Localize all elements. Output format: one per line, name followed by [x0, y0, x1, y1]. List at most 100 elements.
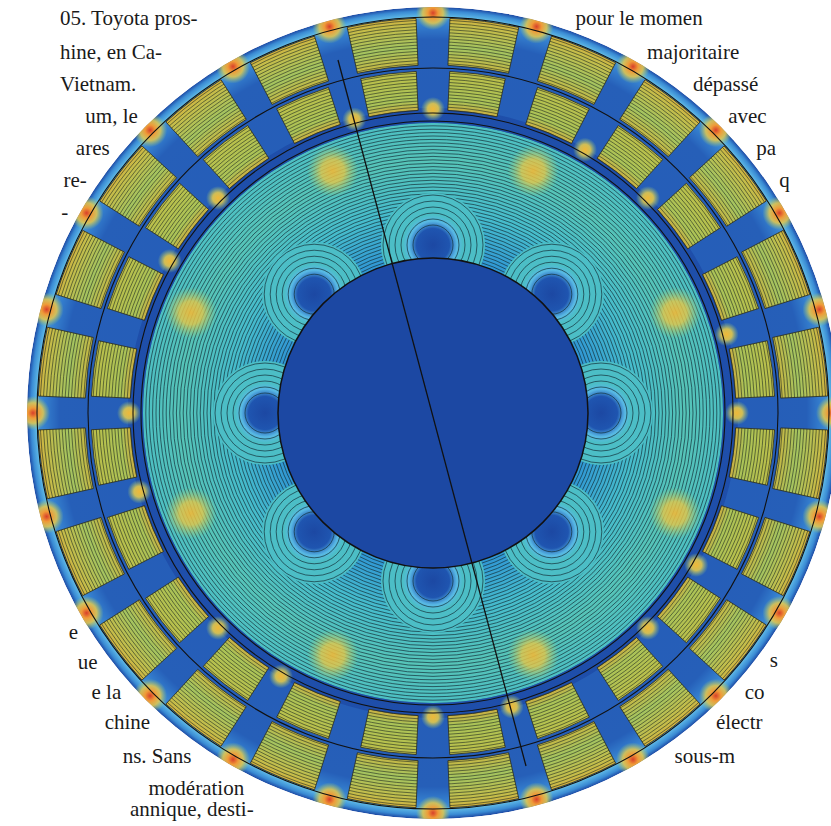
flux-line [77, 57, 788, 768]
flux-line [127, 107, 739, 719]
rotor-pole-spot [307, 629, 359, 681]
flux-line [261, 241, 604, 584]
flux-hot-spot [30, 500, 64, 534]
flux-line [207, 187, 659, 639]
rotor-shaft [278, 258, 588, 568]
article-text-fragment: dépassé [693, 71, 758, 97]
flux-line [190, 170, 676, 656]
flux-line [234, 214, 632, 612]
flux-line [108, 88, 757, 737]
article-text-fragment: s [770, 647, 778, 673]
flux-line [40, 20, 826, 806]
article-text-fragment: co [745, 679, 765, 705]
article-text-fragment: pour le momen [576, 5, 703, 31]
article-text-fragment: chine [105, 709, 150, 735]
flux-hot-spot [500, 695, 524, 719]
flux-line [153, 133, 714, 694]
flux-line [99, 79, 767, 747]
flux-hot-spot [802, 500, 831, 534]
boundary-ring [37, 17, 829, 809]
article-text-fragment: électr [716, 709, 763, 735]
rotor-pole-spot [165, 487, 217, 539]
flux-line [163, 143, 703, 683]
flux-hot-spot [127, 480, 151, 504]
article-text-fragment: q [779, 167, 790, 193]
coil-flux-lines [40, 20, 826, 806]
flux-line [159, 139, 706, 686]
stator-hot-spots [16, 0, 831, 826]
article-text-fragment: pa [756, 135, 776, 161]
tooth-hot-spots [117, 97, 749, 729]
flux-line [227, 207, 638, 618]
article-text-fragment: sous-m [675, 743, 736, 769]
article-text-fragment: avec [728, 103, 766, 129]
flux-line [115, 95, 752, 732]
flux-hot-spot [421, 97, 445, 121]
article-text-fragment: ares [76, 135, 110, 161]
flux-line [124, 104, 742, 722]
flux-line [214, 194, 652, 632]
flux-line [62, 42, 804, 784]
flux-line [275, 255, 591, 571]
flux-line [173, 153, 693, 673]
flux-hot-spot [117, 401, 141, 425]
flux-line [193, 173, 672, 652]
flux-line [71, 51, 795, 775]
flux-line [187, 167, 680, 660]
article-text-fragment: re- [63, 167, 86, 193]
flux-line [142, 122, 723, 703]
flux-line [272, 252, 595, 575]
flux-line [65, 45, 801, 781]
flux-line [130, 110, 736, 716]
flux-hot-spot [416, 0, 450, 30]
flux-line [248, 228, 618, 598]
article-text-fragment: ns. Sans [123, 743, 192, 769]
axis-line [338, 60, 526, 766]
flux-hot-spot [725, 401, 749, 425]
article-text-fragment: - [61, 199, 68, 225]
boundary-ring [141, 121, 725, 705]
rotor-pole-spot [165, 287, 217, 339]
flux-hot-spot [802, 292, 831, 326]
article-text-fragment: annique, desti- [130, 796, 254, 822]
article-text-fragment: majoritaire [647, 39, 739, 65]
machine-disk [16, 0, 831, 826]
boundary-ring [88, 68, 778, 758]
flux-hot-spot [312, 782, 346, 816]
article-text-fragment: 05. Toyota pros- [60, 5, 198, 31]
flux-line [176, 156, 689, 669]
rotor-field [142, 122, 724, 704]
flux-line [224, 204, 642, 622]
flux-line [118, 98, 749, 729]
flux-line [74, 54, 792, 772]
article-text-fragment: hine, en Ca- [60, 39, 162, 65]
flux-line [265, 245, 601, 581]
rotor-pole-spot [649, 287, 701, 339]
article-text-fragment: e [69, 619, 78, 645]
flux-hot-spot [699, 113, 733, 147]
flux-line [183, 163, 683, 663]
flux-line [87, 67, 780, 760]
rotor-pole-spot [649, 487, 701, 539]
rotor-pole-spot [307, 145, 359, 197]
flux-line [93, 73, 773, 753]
flux-hot-spot [520, 782, 554, 816]
flux-line [210, 190, 655, 635]
flux-line [221, 201, 646, 626]
rotor-pole-spot [507, 145, 559, 197]
flux-line [255, 235, 612, 592]
flux-hot-spot [416, 796, 450, 826]
flux-line [105, 85, 761, 741]
flux-hot-spot [715, 322, 739, 346]
slot-field-band [83, 63, 783, 763]
flux-line [90, 70, 777, 757]
flux-hot-spot [133, 113, 167, 147]
article-text-fragment: um, le [85, 103, 138, 129]
flux-line [238, 218, 629, 609]
flux-line [102, 82, 764, 744]
stator-rings [37, 17, 829, 809]
flux-line [146, 126, 720, 700]
flux-line [241, 221, 625, 605]
flux-line [170, 150, 697, 677]
article-text-fragment: ue [78, 649, 98, 675]
